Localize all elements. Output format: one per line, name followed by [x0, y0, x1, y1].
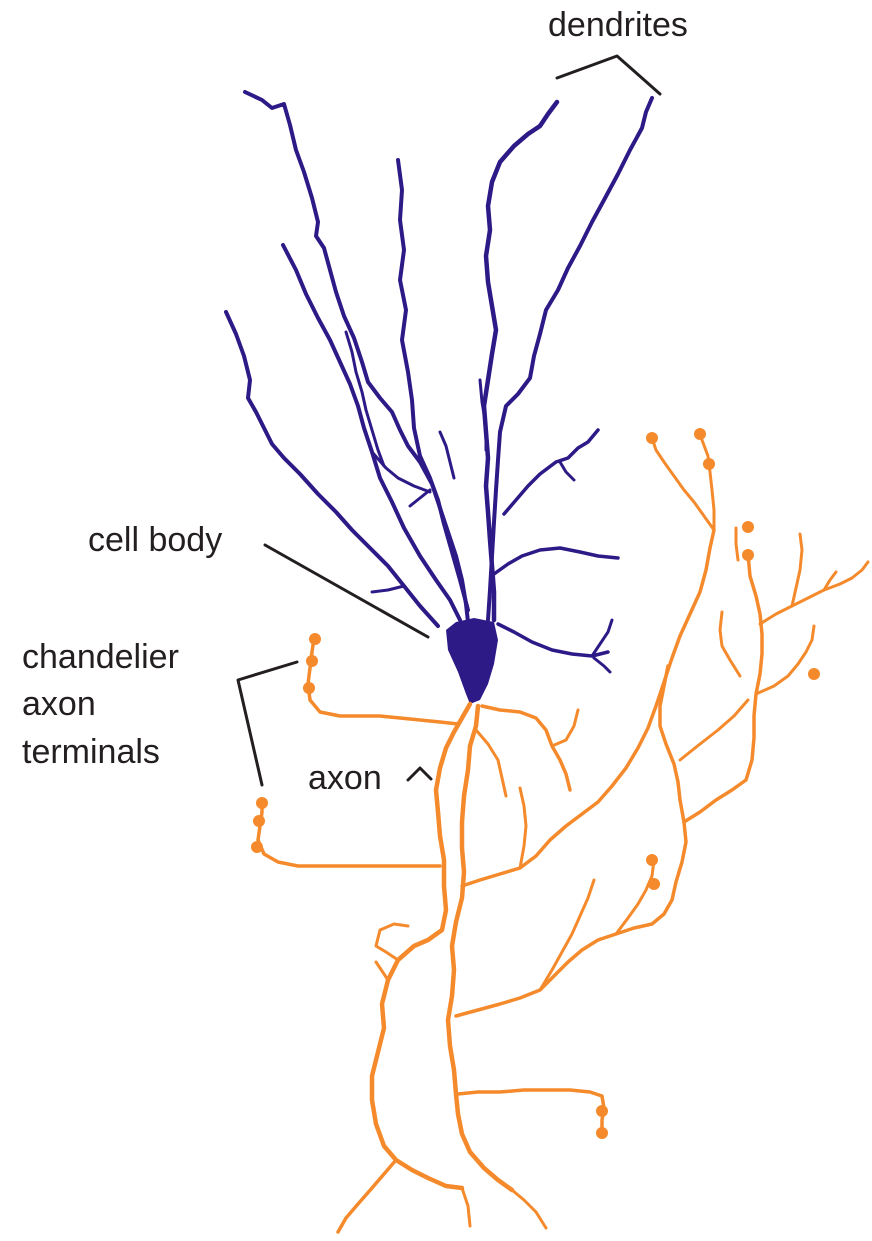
dendrite-branch	[488, 98, 652, 620]
dendrite-branch	[245, 92, 468, 622]
axon-terminal	[309, 633, 321, 645]
chandelier-leader-line	[238, 662, 297, 785]
axon-terminal	[596, 1105, 608, 1117]
axon-trunk	[372, 704, 470, 1188]
axon-terminal	[646, 432, 658, 444]
axon-terminal	[303, 682, 315, 694]
axon-branch	[616, 860, 654, 934]
axon-branch	[482, 706, 570, 790]
axon-terminal	[703, 458, 715, 470]
axon-branch	[540, 880, 594, 990]
axon-branch	[652, 438, 714, 530]
axon-branch	[736, 528, 738, 560]
axon-terminal	[742, 549, 754, 561]
dendrite-branch	[398, 160, 468, 610]
axon-branch	[308, 638, 458, 724]
axon-terminal	[742, 521, 754, 533]
axon-terminal	[648, 878, 660, 890]
axon-branch	[684, 554, 762, 822]
axon-label: axon	[308, 759, 382, 797]
axon-branch	[512, 1190, 546, 1228]
axon-branch	[476, 730, 506, 796]
axon-terminal	[251, 841, 263, 853]
chandelier-label-line2: axon	[22, 685, 96, 723]
dendrites-label: dendrites	[548, 6, 688, 44]
dendrite-branch	[372, 586, 404, 592]
dendrite-branch	[484, 102, 557, 620]
axon-branch	[376, 962, 388, 980]
dendrite-branch	[560, 462, 574, 480]
axon-branch	[756, 626, 814, 694]
axon-terminal	[253, 815, 265, 827]
axon-branch	[792, 534, 802, 606]
cell-body	[446, 618, 498, 704]
axon-branch	[520, 788, 526, 868]
dendrite-branch	[440, 432, 454, 478]
axon-terminal	[306, 655, 318, 667]
axon-tree	[258, 438, 868, 1232]
chandelier-label-line1: chandelier	[22, 638, 179, 676]
cell-body-label: cell body	[88, 521, 222, 559]
axon-branch	[338, 1160, 396, 1232]
axon-terminal	[646, 854, 658, 866]
axon-terminal	[694, 428, 706, 440]
axon-branch	[760, 562, 868, 624]
axon-branch	[462, 530, 714, 886]
axon-branch	[552, 710, 578, 746]
axon-terminal	[256, 797, 268, 809]
chandelier-label-line3: terminals	[22, 733, 160, 771]
axon-branch	[258, 800, 440, 866]
dendritic-tree	[226, 92, 652, 672]
axon-branch	[458, 1090, 604, 1132]
cell-body-leader-line	[265, 545, 428, 637]
axon-terminal	[596, 1127, 608, 1139]
dendrite-branch	[504, 430, 598, 514]
dendrite-branch	[494, 548, 618, 574]
dendrite-branch	[594, 658, 610, 672]
dendrite-branch	[498, 624, 608, 656]
axon-branch	[680, 700, 748, 760]
axon-terminal	[808, 668, 820, 680]
axon-branch	[462, 1188, 470, 1226]
axon-leader-line	[408, 768, 431, 780]
dendrites-leader-line	[557, 56, 660, 94]
axon-branch	[720, 612, 740, 676]
